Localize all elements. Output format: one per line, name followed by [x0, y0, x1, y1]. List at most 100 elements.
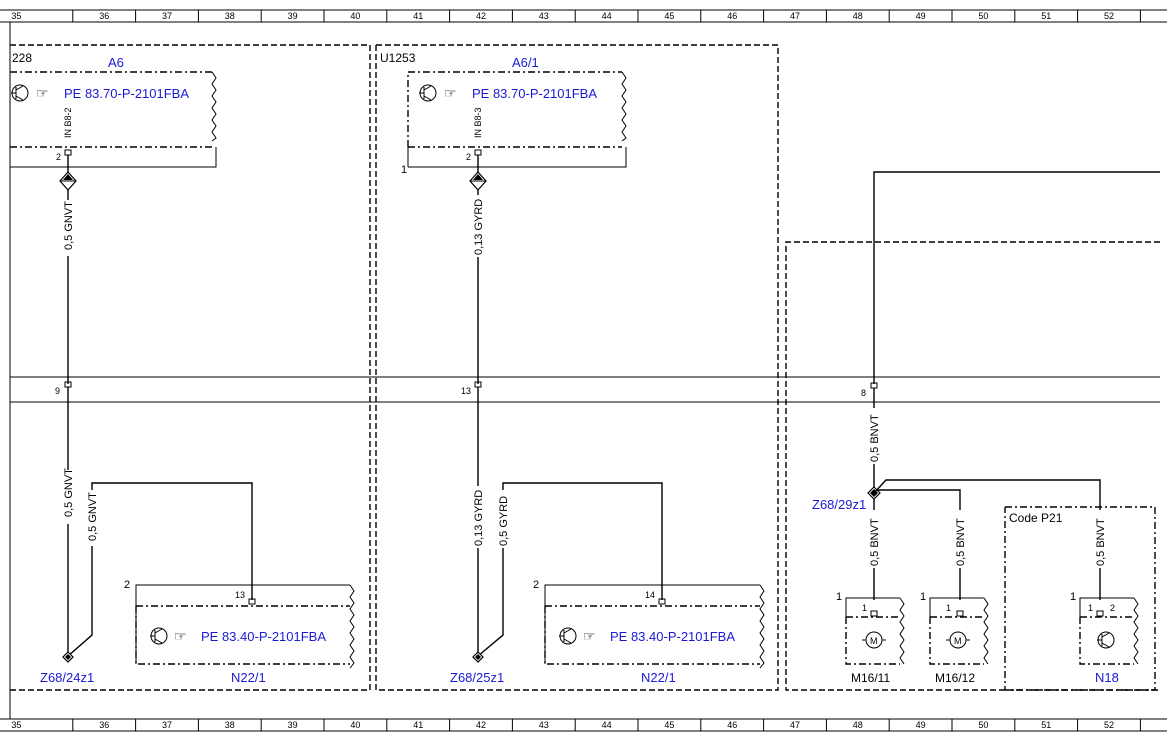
n18-side-pin: 1	[1070, 591, 1076, 603]
wire-right-feed	[873, 171, 1160, 384]
ruler-column-label: 50	[978, 720, 988, 730]
ruler-column-label: 52	[1104, 11, 1114, 21]
splice-z68-25z1-icon	[472, 651, 484, 663]
wire-label-w9: 0,5 BNVT	[955, 518, 967, 566]
frame-228	[10, 44, 371, 691]
a6-1-side-pin: 1	[401, 164, 407, 176]
component-a6: A6 ☞ PE 83.70-P-2101FBA IN B8-2 2	[10, 55, 217, 168]
n22-right-pointer-icon: ☞	[583, 628, 596, 644]
component-m16-11: 1 1 M M16/11	[836, 591, 905, 685]
ruler-column-label: 36	[99, 720, 109, 730]
a6-pointer-icon: ☞	[36, 85, 49, 101]
ruler-column-label: 49	[916, 11, 926, 21]
ruler-column-label: 37	[162, 720, 172, 730]
ruler-column-label: 48	[853, 11, 863, 21]
ruler-column-label: 39	[288, 720, 298, 730]
n22-left-side-pin: 2	[124, 579, 130, 591]
n18-name: N18	[1095, 670, 1119, 685]
n22-right-pin: 14	[645, 590, 655, 600]
component-m16-12: 1 1 M M16/12	[920, 591, 989, 685]
n22-right-ref: PE 83.40-P-2101FBA	[610, 629, 735, 644]
a6-1-ref: PE 83.70-P-2101FBA	[472, 86, 597, 101]
wire-label-w1: 0,5 GNVT	[63, 201, 75, 250]
ruler-column-label: 51	[1041, 720, 1051, 730]
n22-left-pin: 13	[235, 590, 245, 600]
ruler-column-label: 47	[790, 720, 800, 730]
ruler-column-label: 40	[350, 11, 360, 21]
ruler-column-label: 39	[288, 11, 298, 21]
ruler-column-label: 52	[1104, 720, 1114, 730]
splice-z68-29z1: Z68/29z1	[812, 497, 866, 512]
a6-1-connector-icon	[469, 171, 487, 191]
m16-11-pin: 1	[862, 603, 867, 613]
component-n18: 1 1 2 N18	[1070, 591, 1139, 685]
ruler-column-label: 44	[602, 720, 612, 730]
n22-right-transistor-icon	[559, 627, 577, 645]
ruler-column-label: 40	[350, 720, 360, 730]
m16-11-name: M16/11	[851, 671, 890, 685]
a6-1-pointer-icon: ☞	[444, 85, 457, 101]
wire-label-w7: 0,5 BNVT	[869, 414, 881, 462]
m16-11-side-pin: 1	[836, 591, 842, 603]
motor-icon: M	[862, 631, 886, 649]
splice-z68-24z1: Z68/24z1	[40, 670, 94, 685]
frame-code-p21-label: Code P21	[1009, 511, 1063, 525]
motor-icon: M	[946, 631, 970, 649]
n18-pin1: 1	[1088, 603, 1093, 613]
ruler-column-label: 45	[664, 720, 674, 730]
m16-12-name: M16/12	[935, 671, 975, 685]
ruler-column-label: 46	[727, 720, 737, 730]
n22-left-transistor-icon	[150, 627, 168, 645]
ruler-column-label: 43	[539, 720, 549, 730]
wire-label-w2: 0,5 GNVT	[63, 468, 75, 517]
frame-code-p21	[1004, 506, 1156, 691]
ruler-column-label: 41	[413, 720, 423, 730]
wire-label-w3: 0,5 GNVT	[87, 492, 99, 541]
a6-ref: PE 83.70-P-2101FBA	[64, 86, 189, 101]
ruler-column-label: 50	[978, 11, 988, 21]
n22-left-ref: PE 83.40-P-2101FBA	[201, 629, 326, 644]
splice-z68-24z1-icon	[62, 651, 74, 663]
wire-label-w10: 0,5 BNVT	[1095, 518, 1107, 566]
ruler-column-label: 35	[11, 720, 21, 730]
ruler-column-label: 51	[1041, 11, 1051, 21]
ruler-column-label: 47	[790, 11, 800, 21]
splice-z68-25z1: Z68/25z1	[450, 670, 504, 685]
a6-1-pin: 2	[466, 152, 471, 162]
ruler-column-label: 48	[853, 720, 863, 730]
bus-pin-9: 9	[55, 386, 60, 396]
ruler-column-label: 37	[162, 11, 172, 21]
ruler-column-label: 42	[476, 720, 486, 730]
m16-12-side-pin: 1	[920, 591, 926, 603]
frame-u1253-label: U1253	[380, 51, 416, 65]
component-n22-1-right: 2 14 ☞ PE 83.40-P-2101FBA N22/1	[533, 579, 765, 685]
n22-right-side-pin: 2	[533, 579, 539, 591]
component-n22-1-left: 2 13 ☞ PE 83.40-P-2101FBA N22/1	[124, 579, 355, 685]
svg-text:M: M	[954, 636, 962, 646]
ruler-column-label: 41	[413, 11, 423, 21]
n18-transistor-icon	[1097, 631, 1115, 649]
m16-12-pin: 1	[946, 603, 951, 613]
a6-1-transistor-icon	[419, 84, 437, 102]
wire-label-w8: 0,5 BNVT	[869, 518, 881, 566]
ruler-column-label: 38	[225, 720, 235, 730]
ruler-column-label: 43	[539, 11, 549, 21]
ruler-column-label: 42	[476, 11, 486, 21]
a6-connector-icon	[59, 171, 77, 191]
wire-label-w5: 0,13 GYRD	[473, 490, 485, 546]
wire-label-w6: 0,5 GYRD	[498, 496, 510, 546]
ruler-column-label: 38	[225, 11, 235, 21]
a6-name: A6	[108, 55, 124, 70]
a6-1-connector: IN B8-3	[473, 107, 483, 138]
n18-pin2: 2	[1110, 603, 1115, 613]
ruler-column-label: 36	[99, 11, 109, 21]
a6-transistor-icon	[11, 84, 29, 102]
ruler-column-label: 35	[11, 11, 21, 21]
ruler-column-label: 45	[664, 11, 674, 21]
n22-left-name: N22/1	[231, 670, 266, 685]
frame-u1253	[375, 44, 779, 691]
ruler-column-label: 46	[727, 11, 737, 21]
